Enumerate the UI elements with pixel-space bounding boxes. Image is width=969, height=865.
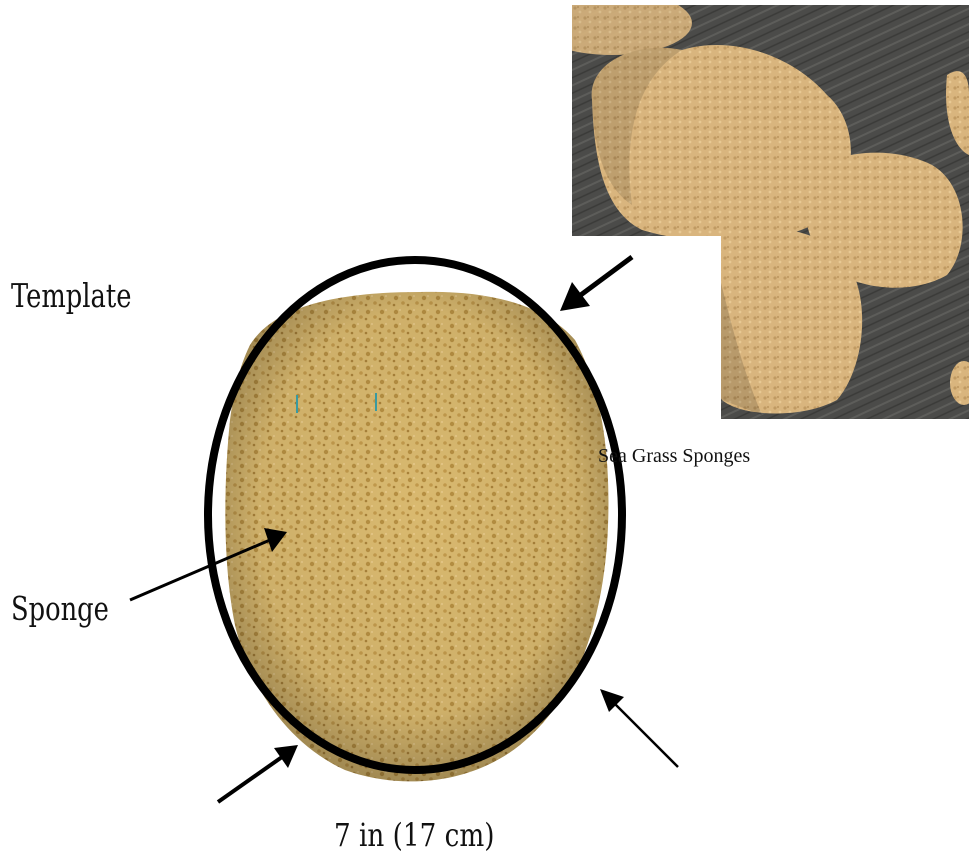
sponge-label: Sponge xyxy=(11,589,109,628)
arrow-icon xyxy=(218,745,298,802)
template-label: Template xyxy=(11,276,131,315)
photo-caption: Sea Grass Sponges xyxy=(598,445,750,468)
arrow-icon xyxy=(600,689,678,767)
arrow-icon xyxy=(560,257,632,311)
size-label: 7 in (17 cm) xyxy=(334,816,494,854)
